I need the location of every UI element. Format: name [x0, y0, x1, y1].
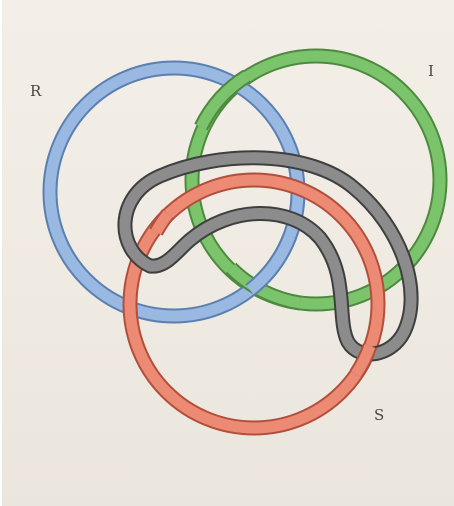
ring-r-overlap	[245, 233, 298, 296]
label-r: R	[30, 82, 42, 100]
connector-loop	[117, 150, 419, 362]
ring-s-overlap	[149, 209, 378, 379]
label-i: I	[428, 62, 434, 80]
ring-s	[122, 172, 386, 436]
label-s: S	[374, 406, 385, 424]
ring-i	[184, 48, 448, 312]
ring-i-overlap	[194, 69, 302, 311]
